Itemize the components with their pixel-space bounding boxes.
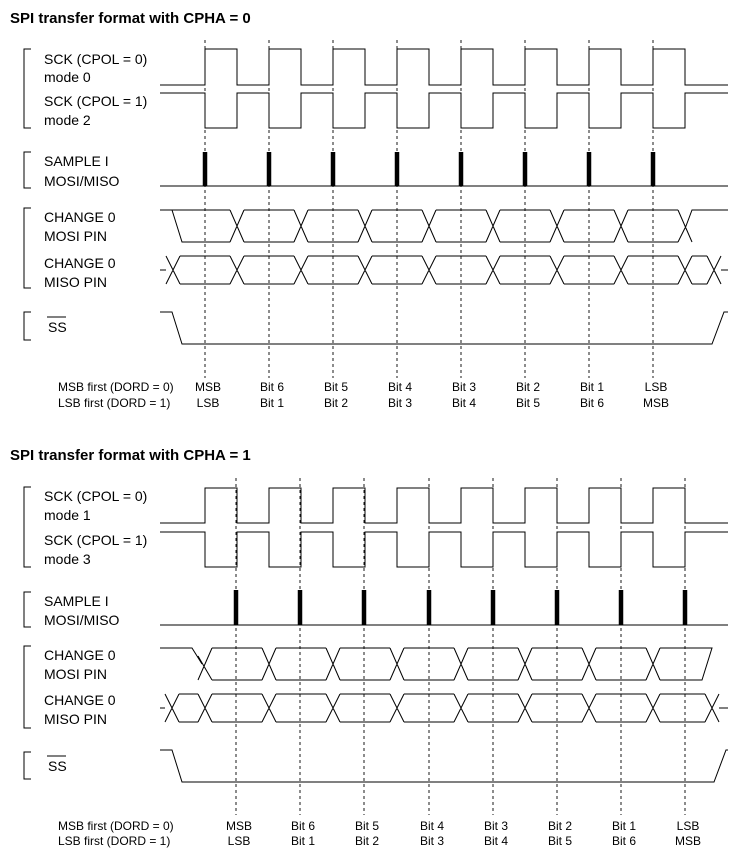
- msb-bit-label: Bit 5: [355, 819, 379, 833]
- msb-bit-label: Bit 6: [291, 819, 315, 833]
- msb-bit-label: LSB: [677, 819, 700, 833]
- ss-label: SS: [48, 319, 67, 335]
- mosi-wave: [160, 647, 713, 681]
- lsb-bit-label: Bit 1: [291, 834, 315, 848]
- msb-bit-label: Bit 1: [580, 380, 604, 394]
- sck-top-label: SCK (CPOL = 0): [44, 488, 147, 504]
- mosi-label: CHANGE 0: [44, 209, 116, 225]
- lsb-bit-label: LSB: [228, 834, 251, 848]
- mosi-sub: MOSI PIN: [44, 228, 107, 244]
- miso-wave: [160, 693, 728, 723]
- sck-cpol0-wave: [160, 48, 728, 86]
- msb-bit-label: Bit 3: [484, 819, 508, 833]
- lsb-bit-label: Bit 4: [484, 834, 508, 848]
- sck-cpol1-wave: [160, 531, 728, 568]
- lsb-bit-label: LSB: [197, 396, 220, 410]
- ss-wave: [160, 311, 728, 345]
- lsb-bit-label: Bit 1: [260, 396, 284, 410]
- lsb-bit-label: Bit 4: [452, 396, 476, 410]
- msb-bit-label: MSB: [195, 380, 221, 394]
- ss-bracket: [23, 751, 31, 780]
- lsb-bit-label: Bit 3: [388, 396, 412, 410]
- lsb-row-label: LSB first (DORD = 1): [58, 396, 170, 410]
- sample-sub: MOSI/MISO: [44, 173, 120, 189]
- miso-sub: MISO PIN: [44, 711, 107, 727]
- lsb-bit-label: Bit 2: [324, 396, 348, 410]
- lsb-row-label: LSB first (DORD = 1): [58, 834, 170, 848]
- sample-label: SAMPLE I: [44, 593, 109, 609]
- lsb-bit-label: Bit 6: [580, 396, 604, 410]
- sck-bracket: [23, 48, 31, 129]
- sck-bracket: [23, 486, 31, 568]
- lsb-bit-label: Bit 5: [548, 834, 572, 848]
- msb-bit-label: Bit 2: [516, 380, 540, 394]
- change-bracket: [23, 645, 31, 729]
- ss-bracket: [23, 311, 31, 341]
- sck-top-mode: mode 0: [44, 69, 91, 85]
- msb-bit-label: MSB: [226, 819, 252, 833]
- msb-bit-label: Bit 1: [612, 819, 636, 833]
- lsb-bit-label: MSB: [643, 396, 669, 410]
- sck-cpol0-wave: [160, 487, 728, 524]
- sample-sub: MOSI/MISO: [44, 612, 120, 628]
- change-bracket: [23, 207, 31, 289]
- sck-top-mode: mode 1: [44, 507, 91, 523]
- msb-bit-label: LSB: [645, 380, 668, 394]
- diagram-title: SPI transfer format with CPHA = 1: [10, 447, 251, 464]
- mosi-sub: MOSI PIN: [44, 666, 107, 682]
- sample-bracket: [23, 591, 31, 628]
- sck-bottom-label: SCK (CPOL = 1): [44, 532, 147, 548]
- sck-top-label: SCK (CPOL = 0): [44, 51, 147, 67]
- msb-bit-label: Bit 3: [452, 380, 476, 394]
- sck-bottom-mode: mode 3: [44, 551, 91, 567]
- mosi-label: CHANGE 0: [44, 647, 116, 663]
- miso-label: CHANGE 0: [44, 692, 116, 708]
- sample-bracket: [23, 151, 31, 189]
- msb-bit-label: Bit 5: [324, 380, 348, 394]
- lsb-bit-label: Bit 5: [516, 396, 540, 410]
- msb-bit-label: Bit 4: [388, 380, 412, 394]
- sample-label: SAMPLE I: [44, 153, 109, 169]
- diagram-cpha0: SPI transfer format with CPHA = 0 SCK (CP…: [10, 10, 728, 410]
- diagram-cpha1: SPI transfer format with CPHA = 1 SCK (CP…: [10, 447, 728, 848]
- lsb-bit-label: Bit 2: [355, 834, 379, 848]
- mosi-wave: [160, 209, 728, 243]
- sck-cpol1-wave: [160, 92, 728, 129]
- msb-bit-label: Bit 6: [260, 380, 284, 394]
- lsb-bit-label: MSB: [675, 834, 701, 848]
- sck-bottom-label: SCK (CPOL = 1): [44, 93, 147, 109]
- diagram-title: SPI transfer format with CPHA = 0: [10, 10, 251, 27]
- msb-bit-label: Bit 4: [420, 819, 444, 833]
- lsb-bit-label: Bit 6: [612, 834, 636, 848]
- lsb-bit-label: Bit 3: [420, 834, 444, 848]
- miso-sub: MISO PIN: [44, 274, 107, 290]
- miso-wave: [160, 255, 728, 285]
- msb-row-label: MSB first (DORD = 0): [58, 819, 174, 833]
- sck-bottom-mode: mode 2: [44, 112, 91, 128]
- msb-row-label: MSB first (DORD = 0): [58, 380, 174, 394]
- msb-bit-label: Bit 2: [548, 819, 572, 833]
- ss-label: SS: [48, 758, 67, 774]
- miso-label: CHANGE 0: [44, 255, 116, 271]
- ss-wave: [160, 749, 728, 783]
